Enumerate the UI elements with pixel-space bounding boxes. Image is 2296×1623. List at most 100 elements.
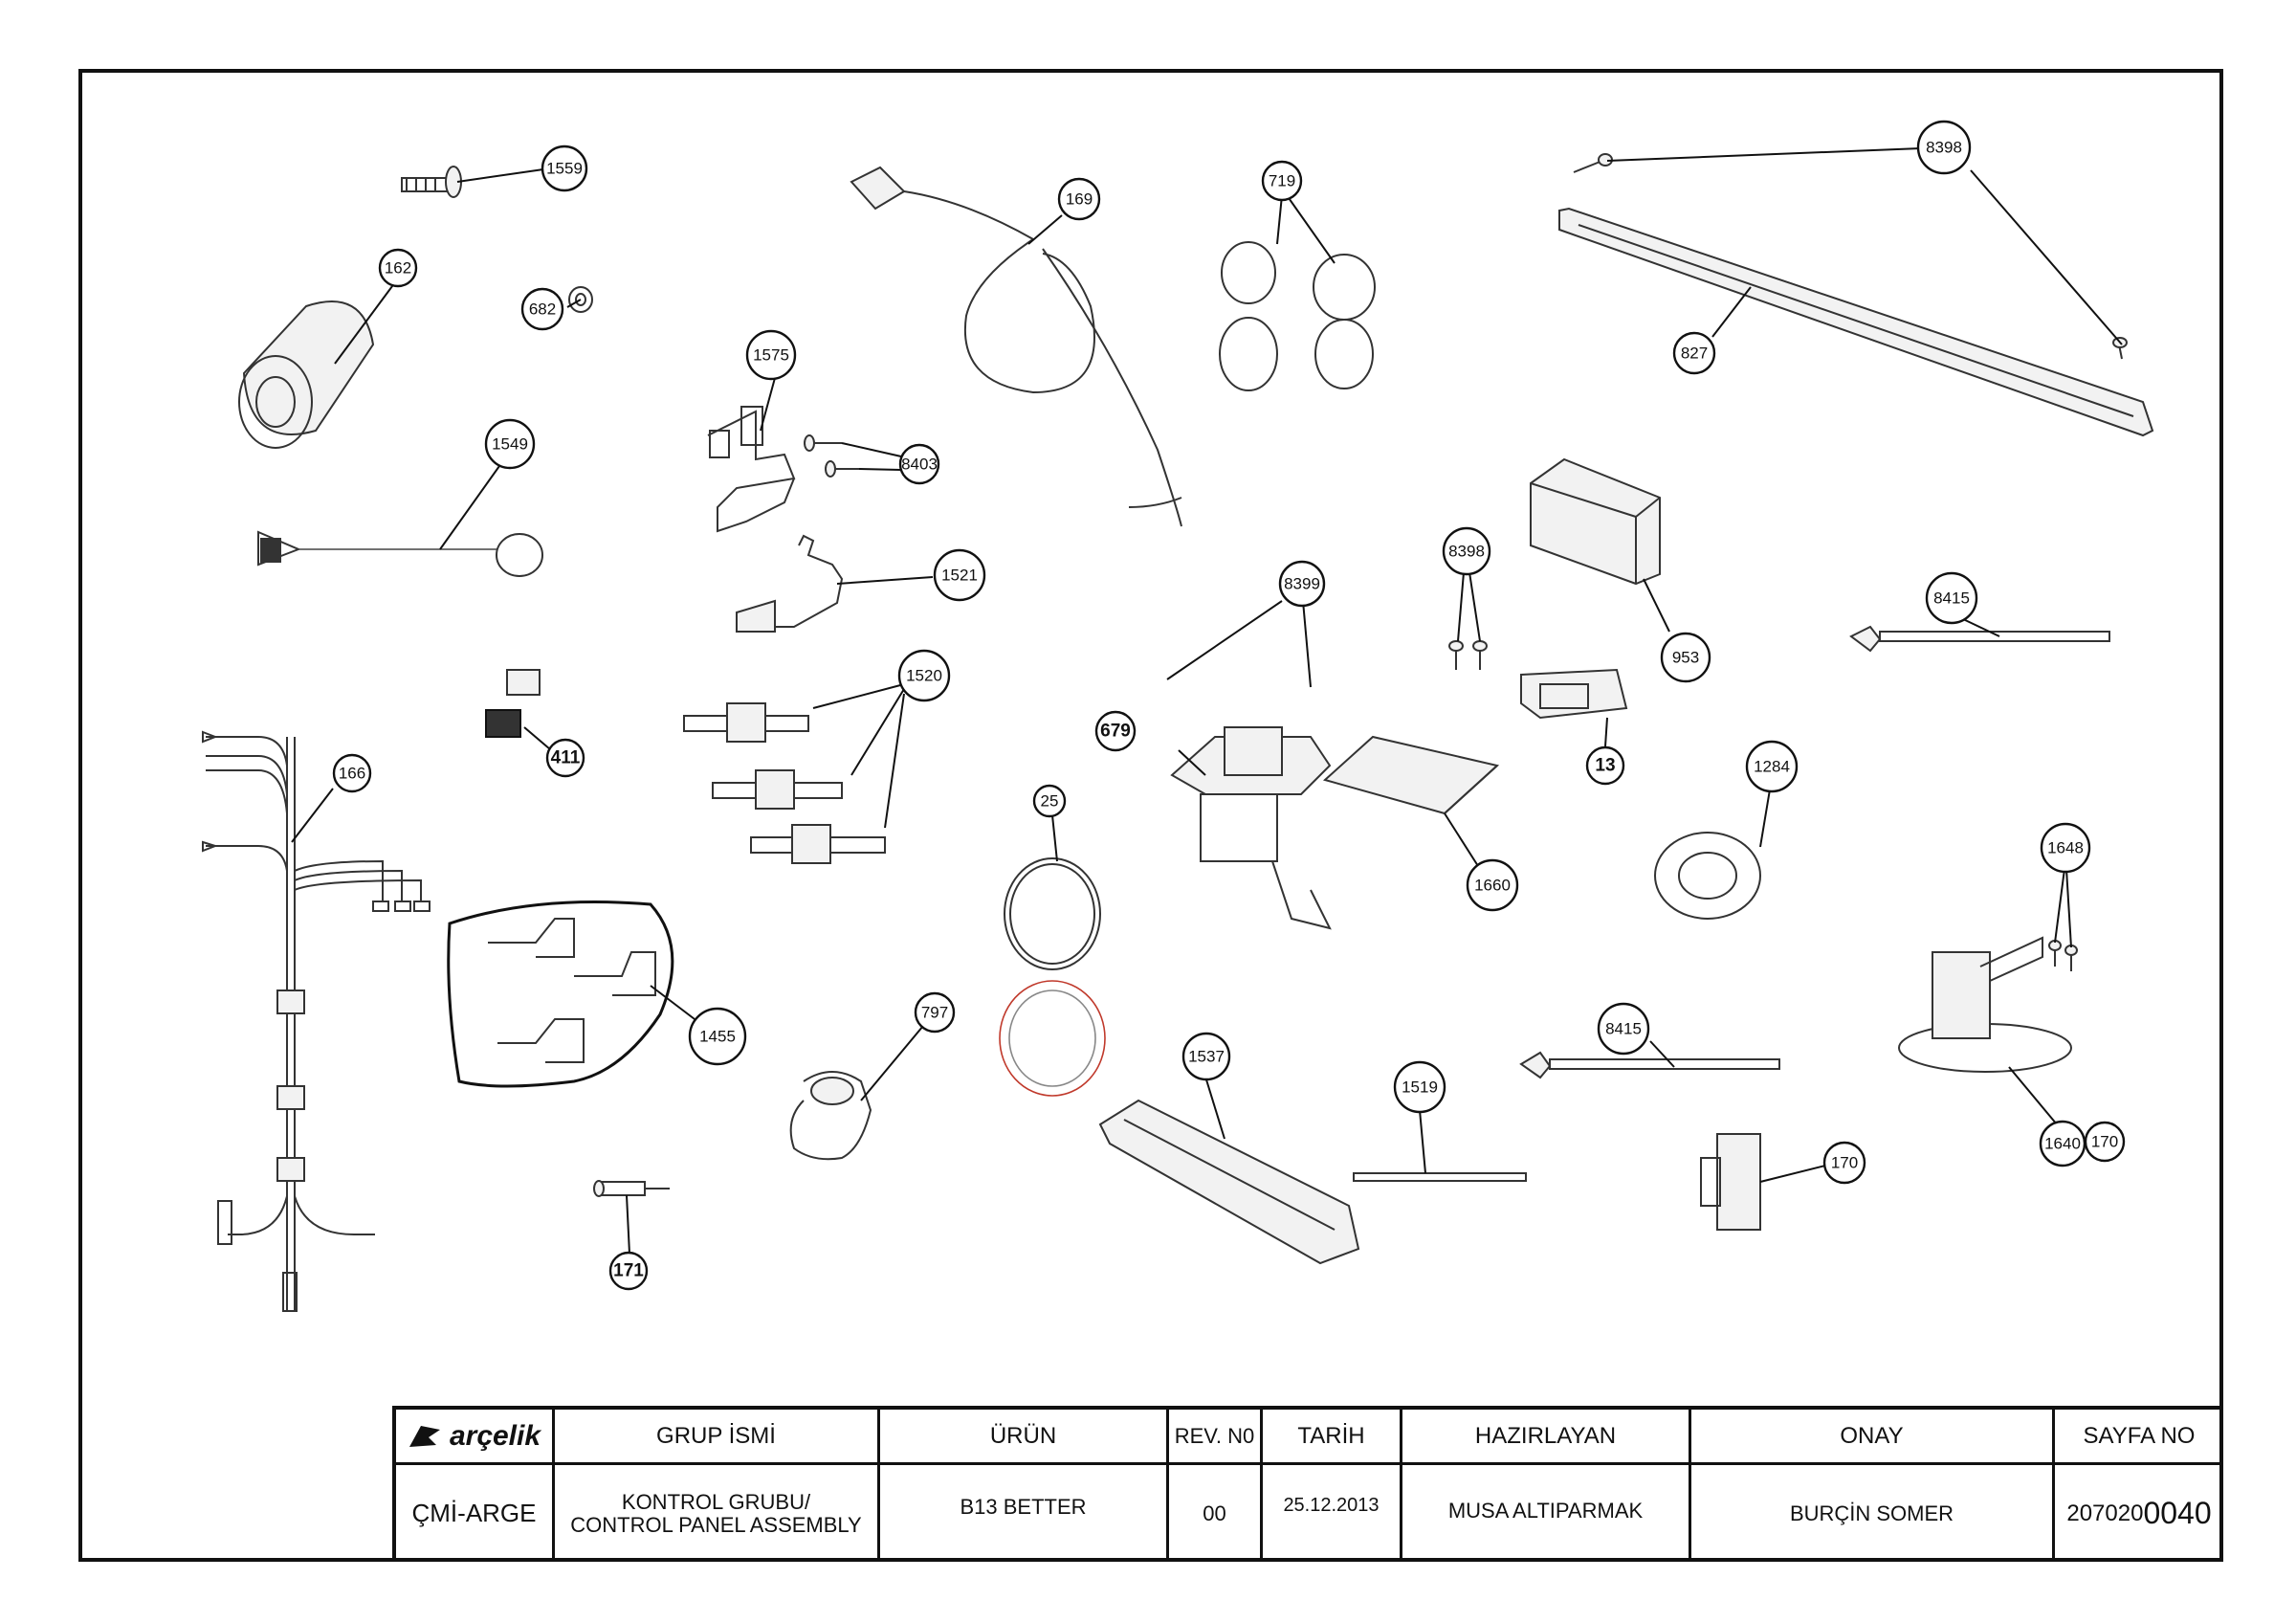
callout-bubbles: 1559 162 682 1549 411 166 1455 171 169 1… (332, 120, 2126, 1291)
part-capacitor-162 (238, 300, 375, 449)
part-screw-8398a (1573, 153, 1613, 173)
callout-953: 953 (1660, 632, 1711, 683)
svg-text:169: 169 (1066, 190, 1093, 209)
callout-166: 166 (332, 753, 372, 793)
part-screws-8403 (804, 434, 859, 478)
callout-1648: 1648 (2040, 822, 2091, 874)
callout-25: 25 (1032, 784, 1067, 818)
svg-text:1559: 1559 (546, 160, 583, 178)
part-knobs-719 (1219, 241, 1376, 391)
svg-text:8398: 8398 (1926, 139, 1962, 157)
part-screws-1648 (2048, 940, 2078, 971)
callout-13: 13 (1585, 745, 1625, 786)
callout-8398-mid: 8398 (1442, 526, 1491, 576)
svg-text:8415: 8415 (1605, 1020, 1642, 1038)
group-name-line1: KONTROL GRUBU/ (621, 1490, 811, 1515)
rev-cell: 00 (1169, 1465, 1263, 1562)
part-screws-8398c (1448, 640, 1488, 670)
part-rail-827 (1558, 207, 2154, 437)
part-harness-166 (202, 730, 430, 1312)
approved-by-cell: BURÇİN SOMER (1691, 1465, 2055, 1562)
part-clip-group-1455 (447, 900, 674, 1088)
title-block: arçelik GRUP İSMİ ÜRÜN REV. N0 TARİH HAZ… (392, 1406, 2223, 1562)
part-switch-170a (1700, 1133, 1761, 1231)
callout-1520: 1520 (897, 649, 951, 702)
callout-719: 719 (1261, 160, 1303, 202)
arcelik-logo: arçelik (408, 1421, 541, 1452)
group-header: GRUP İSMİ (555, 1410, 880, 1465)
svg-text:1537: 1537 (1188, 1048, 1225, 1066)
svg-text:827: 827 (1681, 345, 1708, 363)
callout-1575: 1575 (745, 329, 797, 381)
part-holder-797 (789, 1071, 872, 1161)
svg-text:8398: 8398 (1448, 543, 1485, 561)
callout-797: 797 (914, 991, 956, 1034)
svg-text:1521: 1521 (941, 567, 978, 585)
svg-text:170: 170 (2091, 1133, 2118, 1151)
part-box-953 (1530, 457, 1661, 586)
logo-text: arçelik (449, 1419, 541, 1452)
leader-lines (291, 147, 2123, 1255)
part-power-cord-169 (850, 166, 1182, 527)
callout-1537: 1537 (1181, 1032, 1231, 1081)
product-cell: B13 BETTER (880, 1465, 1169, 1562)
part-washer-1284 (1654, 832, 1761, 920)
callout-1519: 1519 (1393, 1060, 1446, 1114)
callout-827: 827 (1672, 331, 1716, 375)
svg-text:8399: 8399 (1284, 575, 1320, 593)
svg-text:682: 682 (529, 300, 556, 319)
callout-1455: 1455 (688, 1007, 747, 1066)
svg-text:1648: 1648 (2047, 839, 2084, 857)
svg-text:13: 13 (1595, 756, 1615, 776)
part-holder-1521 (736, 534, 844, 633)
svg-text:1455: 1455 (699, 1028, 736, 1046)
svg-text:8415: 8415 (1933, 589, 1970, 608)
callout-8415-top: 8415 (1925, 571, 1978, 625)
logo-cell: arçelik (396, 1410, 555, 1465)
part-cable-tie-8415a (1849, 625, 2110, 653)
svg-text:170: 170 (1831, 1154, 1858, 1172)
part-strip-1519 (1353, 1172, 1527, 1182)
callout-1521: 1521 (933, 548, 986, 602)
callout-1640: 1640 (2039, 1120, 2086, 1167)
date-header: TARİH (1263, 1410, 1402, 1465)
callout-171: 171 (608, 1251, 649, 1291)
callout-1559: 1559 (541, 145, 588, 192)
department-cell: ÇMİ-ARGE (396, 1465, 555, 1562)
svg-text:166: 166 (339, 765, 365, 783)
page-header: SAYFA NO (2055, 1410, 2223, 1465)
part-nut-682 (568, 286, 593, 313)
callout-1660: 1660 (1466, 858, 1519, 912)
part-solenoid-679 (1170, 726, 1332, 930)
part-cover-1660 (1322, 735, 1500, 815)
callout-1284: 1284 (1745, 740, 1799, 793)
callout-1549: 1549 (484, 418, 536, 470)
arcelik-logo-icon (408, 1425, 440, 1447)
callout-682: 682 (520, 287, 564, 331)
svg-text:1660: 1660 (1474, 877, 1511, 895)
callout-8415-bottom: 8415 (1597, 1002, 1650, 1056)
part-lamp-1549 (257, 530, 543, 577)
callout-679: 679 (1094, 710, 1137, 752)
part-thermostat-171 (593, 1180, 670, 1197)
svg-text:1284: 1284 (1754, 758, 1790, 776)
callout-170-switch: 170 (1822, 1141, 1866, 1185)
svg-text:719: 719 (1269, 172, 1295, 190)
part-gasket-25 (1004, 857, 1101, 970)
drawing-frame (78, 69, 2223, 1562)
svg-text:8403: 8403 (901, 456, 938, 474)
part-clips-411 (485, 669, 541, 738)
product-header: ÜRÜN (880, 1410, 1169, 1465)
svg-text:1520: 1520 (906, 667, 942, 685)
prepared-by-cell: MUSA ALTIPARMAK (1402, 1465, 1691, 1562)
date-cell: 25.12.2013 (1263, 1465, 1402, 1562)
part-ring-red (999, 980, 1106, 1097)
callout-411: 411 (545, 738, 585, 778)
part-screw-1559 (401, 166, 462, 198)
svg-text:1575: 1575 (753, 346, 789, 365)
svg-text:797: 797 (921, 1004, 948, 1022)
approval-header: ONAY (1691, 1410, 2055, 1465)
part-pressure-switch-170 (1898, 936, 2072, 1073)
